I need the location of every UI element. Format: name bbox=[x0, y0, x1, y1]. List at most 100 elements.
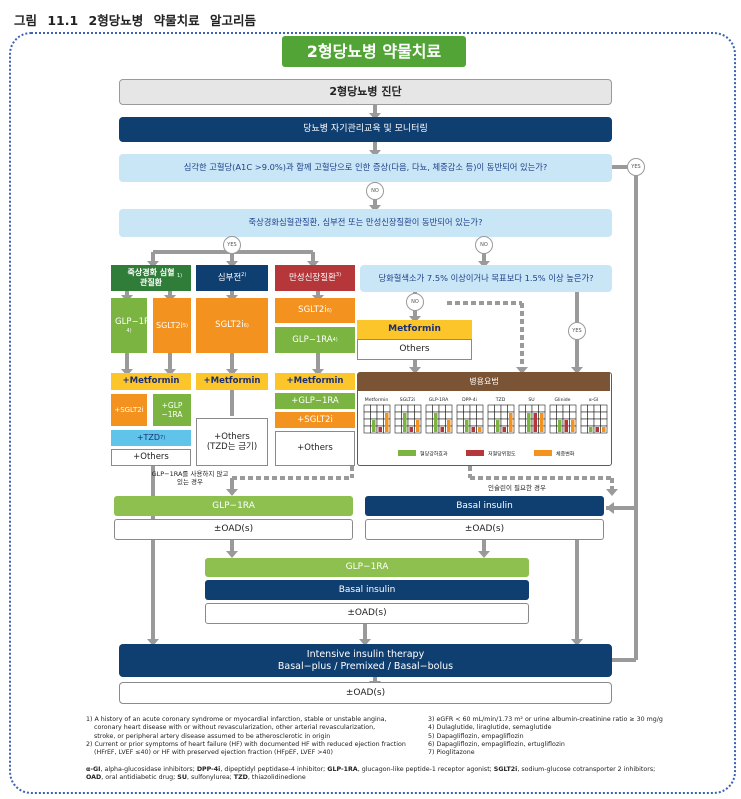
footnote-line: (HFrEF, LVEF ≤40) or HF with preserved e… bbox=[94, 749, 333, 757]
oad-box-right: ±OAD(s) bbox=[365, 519, 604, 540]
footnote-line: 3) eGFR < 60 mL/min/1.73 m² or urine alb… bbox=[428, 716, 663, 723]
ascvd-sglt2-label: SGLT2i bbox=[156, 320, 183, 330]
ascvd-glp1-box: GLP−1RA 4) bbox=[111, 298, 155, 353]
combination-title: 병용요법 bbox=[358, 373, 610, 391]
ckd-glp1-box: GLP−1RA 4) bbox=[275, 327, 355, 353]
combo-drug-label: DPP-4i bbox=[462, 397, 477, 403]
combo-legend-label: 혈당강하효과 bbox=[420, 451, 448, 458]
combo-drug-grid bbox=[394, 404, 422, 434]
basal-insulin-box-right: Basal insulin bbox=[365, 496, 604, 516]
abbreviation-definition: , thiazolidinedione bbox=[247, 774, 306, 782]
glp1ra-box-left: GLP−1RA bbox=[114, 496, 353, 516]
footnote-line: 2) Current or prior symptoms of heart fa… bbox=[86, 740, 406, 748]
combo-drug-grid bbox=[518, 404, 546, 434]
hf-add-metformin: +Metformin bbox=[196, 373, 268, 390]
ckd-others: +Others bbox=[275, 431, 355, 466]
combo-drug-label: SGLT2i bbox=[400, 397, 415, 403]
combo-drug-grid bbox=[363, 404, 391, 434]
combo-drug-grid bbox=[549, 404, 577, 434]
glp1ra-box-combined: GLP−1RA bbox=[205, 558, 529, 577]
combo-drug-grid bbox=[580, 404, 608, 434]
abbreviation-term: DPP-4i bbox=[196, 766, 221, 773]
hf-header-label: 심부전 bbox=[217, 272, 242, 283]
ckd-sglt2-label: SGLT2i bbox=[298, 305, 327, 316]
combo-drug-label: GLP-1RA bbox=[429, 397, 449, 403]
ckd-sglt2-box: SGLT2i 6) bbox=[275, 298, 355, 323]
others-box: Others bbox=[357, 339, 472, 360]
footnote-line: 7) Pioglitazone bbox=[428, 749, 475, 757]
abbreviation-definition: , sulfonylurea; bbox=[186, 774, 234, 782]
combo-drug-label: α-GI bbox=[589, 397, 599, 403]
note-no-glp1: GLP−1RA를 사용하지 않고 있는 경우 bbox=[151, 470, 229, 487]
question-comorbidity: 죽상경화심혈관질환, 심부전 또는 만성신장질환이 동반되어 있는가? bbox=[119, 209, 612, 237]
footnotes-left: 1) A history of an acute coronary syndro… bbox=[86, 716, 416, 757]
diagnosis-box: 2형당뇨병 진단 bbox=[119, 79, 612, 105]
abbreviation-definition: , sodium-glucose cotransporter 2 inhibit… bbox=[517, 766, 656, 773]
combo-drug-grid bbox=[487, 404, 515, 434]
ascvd-others: +Others bbox=[111, 449, 191, 466]
ascvd-add-tzd: +TZD 7) bbox=[111, 430, 191, 446]
abbreviation-term: OAD bbox=[86, 774, 102, 782]
banner-title: 2형당뇨병 약물치료 bbox=[282, 36, 466, 67]
combo-legend-swatch bbox=[466, 450, 484, 456]
hf-header: 심부전 2) bbox=[196, 265, 268, 291]
dotted-frame bbox=[9, 32, 736, 794]
ckd-header: 만성신장질환 3) bbox=[275, 265, 355, 291]
yes-badge-comorbidity: YES bbox=[223, 236, 241, 254]
abbreviation-term: SGLT2i bbox=[493, 766, 518, 773]
ckd-add-sglt2: +SGLT2i bbox=[275, 412, 355, 428]
abbreviation-definition: , alpha-glucosidase inhibitors; bbox=[100, 766, 197, 773]
hf-sglt2-sup: 6) bbox=[243, 322, 249, 329]
abbreviation-definition: , dipeptidyl peptidase-4 inhibitor; bbox=[220, 766, 328, 773]
combo-legend-swatch bbox=[534, 450, 552, 456]
footnote-line: 5) Dapagliflozin, empagliflozin bbox=[428, 732, 524, 740]
abbreviation-definition: , glucagon-like peptide-1 receptor agoni… bbox=[357, 766, 494, 773]
combo-drug-grid bbox=[425, 404, 453, 434]
footnote-line: 6) Dapagliflozin, empagliflozin, ertugli… bbox=[428, 740, 565, 748]
ckd-add-glp1: +GLP−1RA bbox=[275, 393, 355, 409]
yes-badge-severe: YES bbox=[627, 158, 645, 176]
intensive-insulin-box: Intensive insulin therapy Basal−plus / P… bbox=[119, 644, 612, 677]
ckd-glp1-sup: 4) bbox=[332, 337, 338, 343]
basal-insulin-box-combined: Basal insulin bbox=[205, 580, 529, 600]
ascvd-add-metformin: +Metformin bbox=[111, 373, 191, 390]
no-badge-comorbidity: NO bbox=[475, 236, 493, 254]
question-severe-hyperglycemia: 심각한 고혈당(A1C >9.0%)과 함께 고혈당으로 인한 증상(다음, 다… bbox=[119, 154, 612, 182]
combo-drug-label: SU bbox=[528, 397, 534, 403]
combo-legend-label: 저혈당위험도 bbox=[488, 451, 516, 458]
footnote-line: coronary heart disease with or without r… bbox=[94, 724, 376, 732]
hf-others: +Others (TZD는 금기) bbox=[196, 418, 268, 466]
oad-box-left: ±OAD(s) bbox=[114, 519, 353, 540]
combo-legend-label: 체중변화 bbox=[556, 451, 575, 458]
ascvd-sglt2-box: SGLT2i 5) bbox=[153, 298, 191, 353]
ckd-sglt2-sup: 6) bbox=[326, 307, 332, 314]
combo-drug-grid bbox=[456, 404, 484, 434]
abbreviation-term: α-GI bbox=[86, 766, 101, 773]
oad-box-combined: ±OAD(s) bbox=[205, 603, 529, 624]
metformin-box: Metformin bbox=[357, 320, 472, 339]
question-a1c: 당화혈색소가 7.5% 이상이거나 목표보다 1.5% 이상 높은가? bbox=[360, 265, 612, 292]
hf-sglt2-label: SGLT2i bbox=[215, 320, 244, 331]
ascvd-add-tzd-sup: 7) bbox=[160, 435, 166, 441]
ckd-glp1-label: GLP−1RA bbox=[292, 334, 333, 345]
no-badge-severe: NO bbox=[366, 182, 384, 200]
no-badge-a1c: NO bbox=[406, 293, 424, 311]
ckd-add-metformin: +Metformin bbox=[275, 373, 355, 390]
ascvd-glp1-sup: 4) bbox=[126, 327, 132, 334]
oad-box-final: ±OAD(s) bbox=[119, 682, 612, 704]
footnotes-right: 3) eGFR < 60 mL/min/1.73 m² or urine alb… bbox=[428, 716, 678, 757]
combo-drug-label: TZD bbox=[495, 397, 506, 403]
self-management-box: 당뇨병 자기관리교육 및 모니터링 bbox=[119, 117, 612, 142]
figure-title: 그림 11.1 2형당뇨병 약물치료 알고리듬 bbox=[14, 13, 256, 28]
abbreviation-definition: , oral antidiabetic drug; bbox=[101, 774, 178, 782]
combo-drug-label: Metformin bbox=[365, 397, 389, 403]
intensive-line2: Basal−plus / Premixed / Basal−bolus bbox=[277, 660, 454, 672]
footnote-line: 4) Dulaglutide, liraglutide, semaglutide bbox=[428, 724, 552, 732]
ascvd-header-label: 죽상경화 심혈관질환 bbox=[127, 268, 175, 287]
ascvd-sglt2-sup: 5) bbox=[182, 322, 188, 329]
ascvd-add-tzd-label: +TZD bbox=[136, 433, 161, 443]
combo-legend-swatch bbox=[398, 450, 416, 456]
abbreviations: α-GI, alpha-glucosidase inhibitors; DPP-… bbox=[86, 766, 666, 783]
ascvd-add-sglt2: +SGLT2i bbox=[111, 394, 147, 426]
